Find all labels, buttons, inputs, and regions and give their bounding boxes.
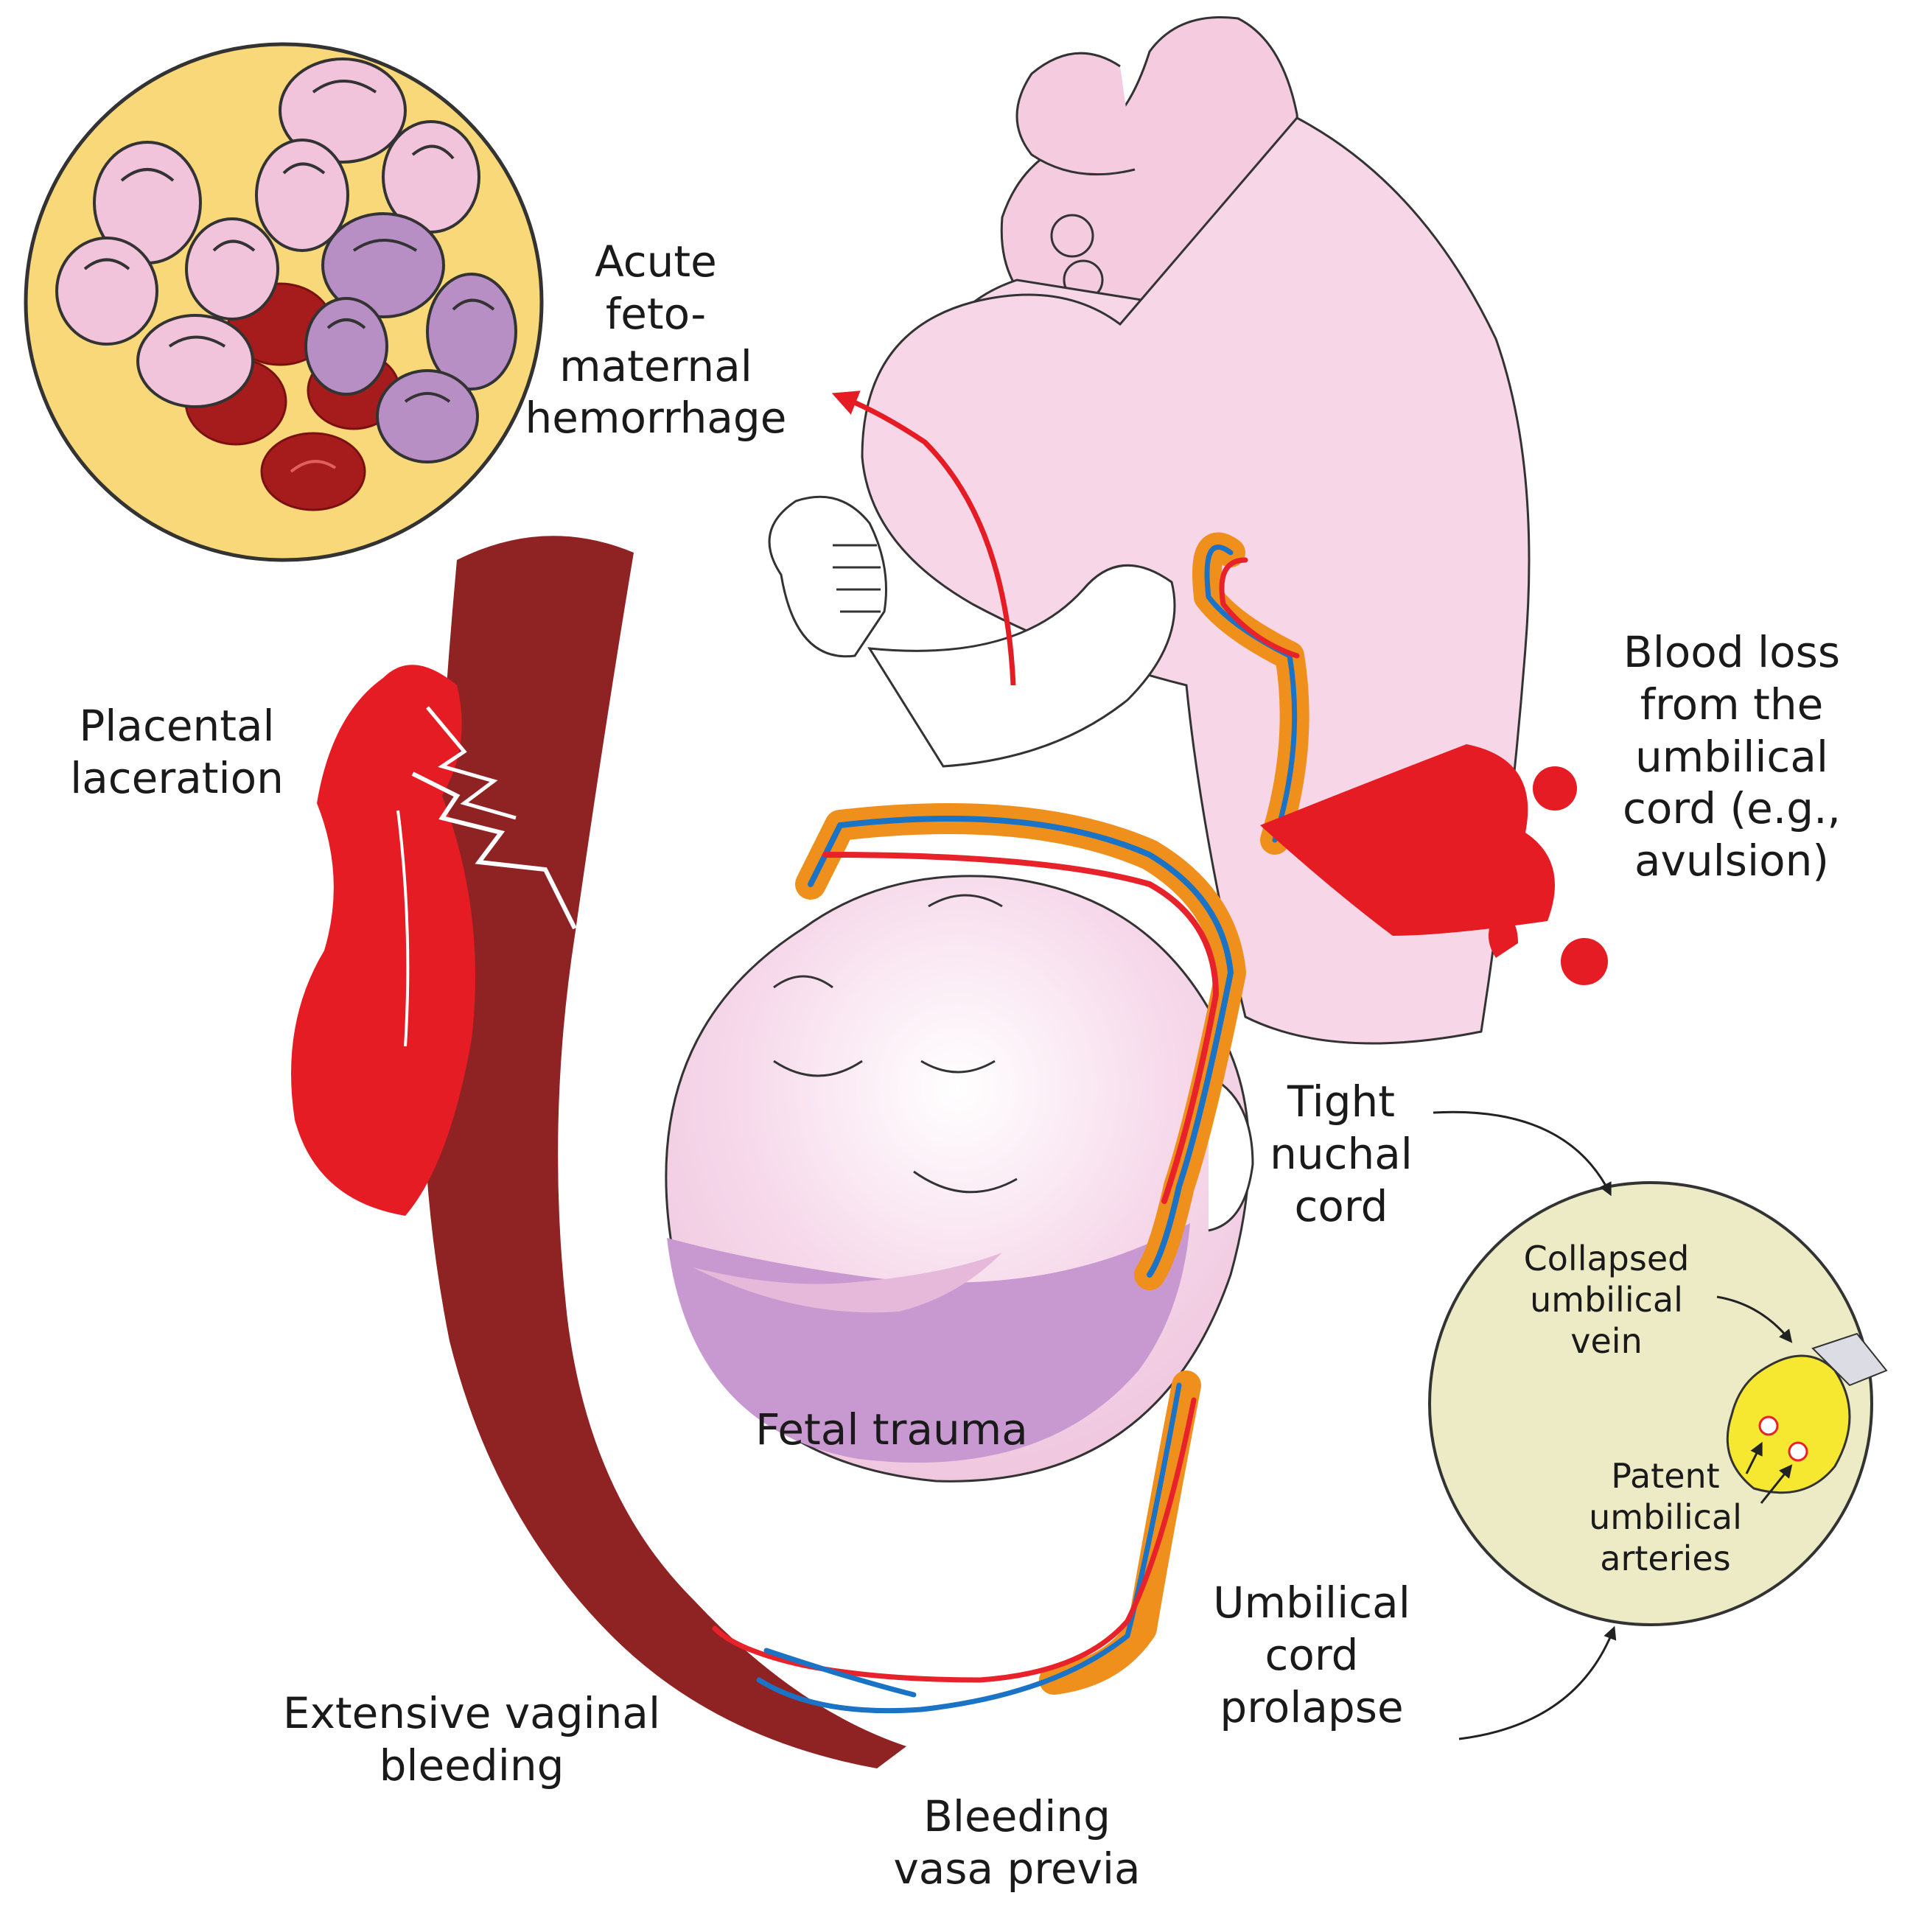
blood-loss-splash bbox=[1260, 744, 1608, 985]
pink-blood-cells bbox=[55, 57, 480, 408]
label-placental-laceration: Placental laceration bbox=[70, 701, 284, 803]
cord-cross-section-inset bbox=[1428, 1181, 1888, 1626]
placental-laceration-bleed bbox=[291, 665, 475, 1216]
label-umbilical-cord-prolapse: Umbilical cord prolapse bbox=[1213, 1578, 1410, 1732]
label-collapsed-umbilical-vein: Collapsed umbilical vein bbox=[1523, 1239, 1690, 1362]
label-blood-loss-cord: Blood loss from the umbilical cord (e.g.… bbox=[1623, 627, 1841, 886]
purple-blood-cells bbox=[304, 212, 517, 463]
label-bleeding-vasa-previa: Bleeding vasa previa bbox=[893, 1791, 1141, 1894]
collapsed-vein bbox=[1811, 1332, 1888, 1387]
label-tight-nuchal-cord: Tight nuchal cord bbox=[1270, 1077, 1413, 1231]
prolapse-to-inset-arrow bbox=[1458, 1625, 1617, 1740]
patent-artery bbox=[1758, 1415, 1779, 1436]
label-patent-umbilical-arteries: Patent umbilical arteries bbox=[1589, 1456, 1742, 1579]
label-acute-fmh: Acute feto- maternal hemorrhage bbox=[525, 237, 787, 444]
fmh-arrow bbox=[831, 391, 1016, 686]
rbc-magnified-view bbox=[24, 42, 544, 562]
head-bruise bbox=[667, 1223, 1190, 1463]
nuchal-to-inset-arrow bbox=[1433, 1110, 1612, 1197]
red-blood-cell bbox=[260, 432, 366, 511]
label-fetal-trauma: Fetal trauma bbox=[755, 1404, 1028, 1455]
umbilical-cord bbox=[712, 532, 1309, 1714]
fetal-hand bbox=[768, 495, 887, 658]
vaginal-canal bbox=[423, 536, 906, 1768]
label-extensive-vaginal-bleeding: Extensive vaginal bleeding bbox=[282, 1688, 661, 1791]
patent-artery bbox=[1788, 1441, 1808, 1462]
